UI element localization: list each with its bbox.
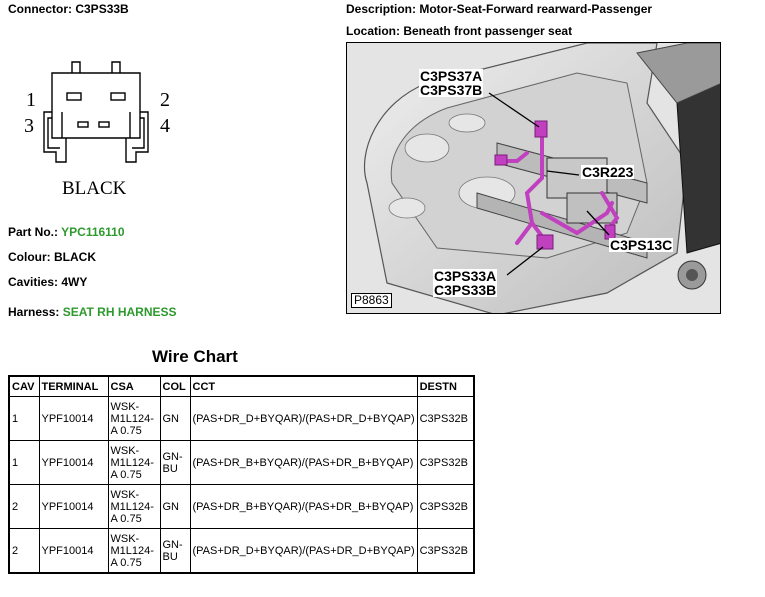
cct-cell: (PAS+DR_D+BYQAR)/(PAS+DR_D+BYQAP) xyxy=(189,396,418,441)
destn-cell: C3PS32B xyxy=(416,440,475,485)
col-terminal-header: TERMINAL xyxy=(38,375,109,397)
col-destn-header: DESTN xyxy=(416,375,475,397)
terminal-cell: YPF10014 xyxy=(38,440,109,485)
pin-3-label: 3 xyxy=(24,115,34,137)
colour-row: Colour: BLACK xyxy=(8,250,96,264)
cavities-label: Cavities: xyxy=(8,275,59,289)
col-col-header: COL xyxy=(159,375,191,397)
cav-cell: 2 xyxy=(8,484,40,529)
table-row: 1 YPF10014 WSK-M1L124-A 0.75 GN (PAS+DR_… xyxy=(8,396,475,441)
callout-c3r223: C3R223 xyxy=(581,164,635,180)
connector-name: C3PS33B xyxy=(75,2,129,16)
table-row: 1 YPF10014 WSK-M1L124-A 0.75 GN-BU (PAS+… xyxy=(8,440,475,485)
csa-cell: WSK-M1L124-A 0.75 xyxy=(107,396,161,441)
cavities-row: Cavities: 4WY xyxy=(8,275,87,289)
connector-label: Connector: xyxy=(8,2,72,16)
destn-cell: C3PS32B xyxy=(416,528,475,574)
cavities-value: 4WY xyxy=(61,275,88,289)
col-cav-header: CAV xyxy=(8,375,40,397)
csa-cell: WSK-M1L124-A 0.75 xyxy=(107,528,161,574)
callout-c3ps13c: C3PS13C xyxy=(609,237,674,253)
pin-4-label: 4 xyxy=(160,115,170,137)
table-row: 2 YPF10014 WSK-M1L124-A 0.75 GN (PAS+DR_… xyxy=(8,484,475,529)
figure-ref-code: P8863 xyxy=(351,293,392,308)
harness-row: Harness: SEAT RH HARNESS xyxy=(8,305,177,319)
col-cell: GN xyxy=(159,484,191,529)
connector-color-label: BLACK xyxy=(62,178,127,199)
csa-cell: WSK-M1L124-A 0.75 xyxy=(107,440,161,485)
col-cell: GN-BU xyxy=(159,440,191,485)
csa-cell: WSK-M1L124-A 0.75 xyxy=(107,484,161,529)
description-label: Description: xyxy=(346,2,417,16)
part-no-value[interactable]: YPC116110 xyxy=(61,225,125,239)
terminal-cell: YPF10014 xyxy=(38,484,109,529)
destn-cell: C3PS32B xyxy=(416,396,475,441)
col-csa-header: CSA xyxy=(107,375,161,397)
terminal-cell: YPF10014 xyxy=(38,396,109,441)
description-value: Motor-Seat-Forward rearward-Passenger xyxy=(419,2,653,16)
connector-face-diagram: 1 2 3 4 BLACK xyxy=(24,61,170,199)
pin-2-label: 2 xyxy=(160,89,170,111)
table-row: 2 YPF10014 WSK-M1L124-A 0.75 GN-BU (PAS+… xyxy=(8,528,475,574)
harness-value[interactable]: SEAT RH HARNESS xyxy=(62,305,177,319)
cav-cell: 1 xyxy=(8,396,40,441)
wire-chart-header-row: CAV TERMINAL CSA COL CCT DESTN xyxy=(8,375,475,397)
terminal-cell: YPF10014 xyxy=(38,528,109,574)
colour-label: Colour: xyxy=(8,250,51,264)
location-label: Location: xyxy=(346,24,400,38)
callout-c3ps37a: C3PS37A xyxy=(419,68,484,84)
cct-cell: (PAS+DR_D+BYQAR)/(PAS+DR_D+BYQAP) xyxy=(189,528,418,574)
part-no-row: Part No.: YPC116110 xyxy=(8,225,125,239)
pin-1-label: 1 xyxy=(26,89,36,111)
callout-c3ps33b: C3PS33B xyxy=(433,282,498,298)
connector-title: Connector: C3PS33B xyxy=(8,2,129,16)
wire-chart-title: Wire Chart xyxy=(152,347,238,366)
cav-cell: 1 xyxy=(8,440,40,485)
location-row: Location: Beneath front passenger seat xyxy=(346,24,572,38)
location-value: Beneath front passenger seat xyxy=(403,24,573,38)
col-cct-header: CCT xyxy=(189,375,418,397)
wire-chart-table: CAV TERMINAL CSA COL CCT DESTN 1 YPF1001… xyxy=(8,375,476,574)
col-cell: GN-BU xyxy=(159,528,191,574)
harness-label: Harness: xyxy=(8,305,60,319)
part-no-label: Part No.: xyxy=(8,225,59,239)
description-row: Description: Motor-Seat-Forward rearward… xyxy=(346,2,652,16)
cct-cell: (PAS+DR_B+BYQAR)/(PAS+DR_B+BYQAP) xyxy=(189,484,418,529)
callout-c3ps33a: C3PS33A xyxy=(433,268,498,284)
location-image: C3PS37A C3PS37B C3R223 C3PS13C C3PS33A C… xyxy=(346,42,721,314)
cav-cell: 2 xyxy=(8,528,40,574)
destn-cell: C3PS32B xyxy=(416,484,475,529)
cct-cell: (PAS+DR_B+BYQAR)/(PAS+DR_B+BYQAP) xyxy=(189,440,418,485)
seat-frame-illustration xyxy=(347,43,720,313)
colour-value: BLACK xyxy=(54,250,96,264)
col-cell: GN xyxy=(159,396,191,441)
callout-c3ps37b: C3PS37B xyxy=(419,82,484,98)
